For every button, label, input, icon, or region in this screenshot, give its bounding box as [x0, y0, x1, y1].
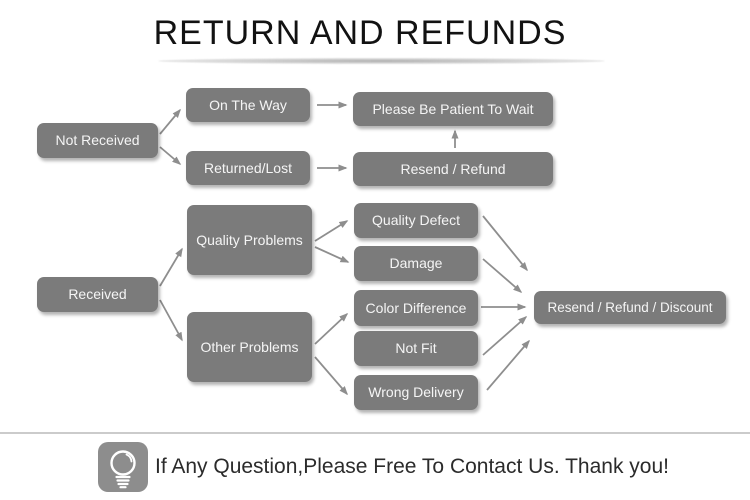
footer-divider	[0, 432, 750, 434]
flow-box-quality-problems: Quality Problems	[187, 205, 312, 275]
title-underline	[158, 58, 605, 64]
flow-box-label: Wrong Delivery	[368, 384, 464, 401]
flow-box-label: Not Received	[55, 132, 140, 149]
flow-box-received: Received	[37, 277, 158, 312]
flow-box-resend-refund: Resend / Refund	[353, 152, 553, 186]
flow-box-resend-refund-discount: Resend / Refund / Discount	[534, 291, 726, 324]
flow-box-label: Please Be Patient To Wait	[372, 100, 534, 117]
flow-box-color-difference: Color Difference	[354, 290, 478, 326]
flow-box-label: Returned/Lost	[204, 159, 292, 176]
flow-box-label: On The Way	[209, 96, 287, 113]
flow-box-wrong-delivery: Wrong Delivery	[354, 375, 478, 410]
flow-box-label: Damage	[389, 255, 443, 272]
flow-box-not-fit: Not Fit	[354, 331, 478, 366]
page-title: RETURN AND REFUNDS	[153, 14, 567, 52]
flow-box-on-the-way: On The Way	[186, 88, 310, 122]
flow-box-label: Other Problems	[200, 338, 299, 355]
flow-box-label: Quality Defect	[372, 212, 460, 229]
flow-box-please-be-patient: Please Be Patient To Wait	[353, 92, 553, 126]
footer-message: If Any Question,Please Free To Contact U…	[155, 455, 669, 478]
flow-box-label: Quality Problems	[196, 231, 303, 248]
flow-box-label: Color Difference	[365, 299, 467, 316]
flow-box-other-problems: Other Problems	[187, 312, 312, 382]
flow-box-label: Not Fit	[395, 340, 437, 357]
flow-box-damage: Damage	[354, 246, 478, 281]
flow-box-returned-lost: Returned/Lost	[186, 151, 310, 185]
flow-box-not-received: Not Received	[37, 123, 158, 158]
flow-box-quality-defect: Quality Defect	[354, 203, 478, 238]
light-bulb-icon	[98, 442, 148, 492]
flow-box-label: Received	[68, 286, 127, 303]
flow-box-label: Resend / Refund / Discount	[547, 299, 713, 315]
flow-box-label: Resend / Refund	[400, 160, 506, 177]
